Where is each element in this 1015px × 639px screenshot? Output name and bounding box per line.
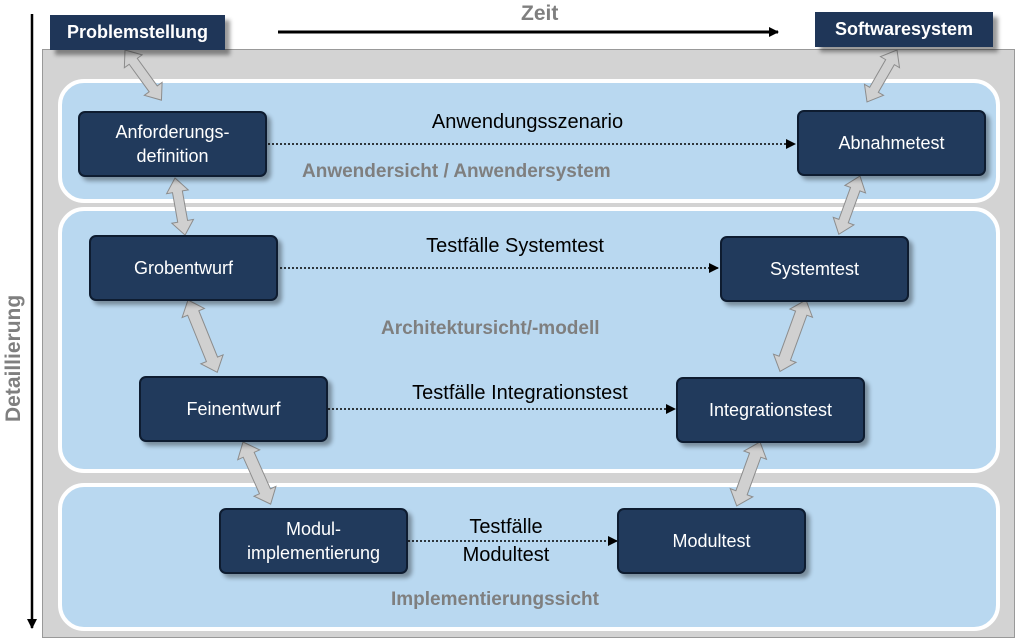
module-implementation-box: Modul- implementierung xyxy=(219,508,408,574)
double-arrow-system-acceptance xyxy=(832,175,867,236)
software-system-box: Softwaresystem xyxy=(815,12,993,47)
double-arrow-detail-module xyxy=(236,441,277,505)
band-implementation-view-label: Implementierungssicht xyxy=(391,589,599,610)
acceptance-test-box: Abnahmetest xyxy=(797,110,986,176)
flow-label-integration-testcases: Testfälle Integrationstest xyxy=(412,382,628,404)
module-test-box: Modultest xyxy=(617,508,806,574)
flow-label-module-testcases: Testfälle Modultest xyxy=(462,516,550,566)
double-arrow-requirements-coarse xyxy=(165,177,195,236)
band-user-view-label: Anwendersicht / Anwendersystem xyxy=(302,161,611,182)
flow-label-scenario: Anwendungsszenario xyxy=(431,111,624,133)
system-test-box: Systemtest xyxy=(720,236,909,302)
double-arrow-problem-requirements xyxy=(123,49,163,101)
detail-design-box: Feinentwurf xyxy=(139,376,328,442)
coarse-design-box: Grobentwurf xyxy=(89,235,278,301)
double-arrow-moduletest-integration xyxy=(729,441,768,507)
integration-test-box: Integrationstest xyxy=(676,377,865,443)
double-arrow-acceptance-software xyxy=(863,49,901,103)
problem-statement-box: Problemstellung xyxy=(50,15,225,50)
band-architecture-view-label: Architektursicht/-modell xyxy=(381,318,600,339)
double-arrow-integration-system xyxy=(772,299,814,373)
requirements-definition-box: Anforderungs- definition xyxy=(78,111,267,177)
band-implementation-view xyxy=(58,483,1000,631)
flow-label-system-testcases: Testfälle Systemtest xyxy=(426,235,604,257)
double-arrow-coarse-detail xyxy=(181,299,224,374)
time-axis-label: Zeit xyxy=(521,2,559,25)
